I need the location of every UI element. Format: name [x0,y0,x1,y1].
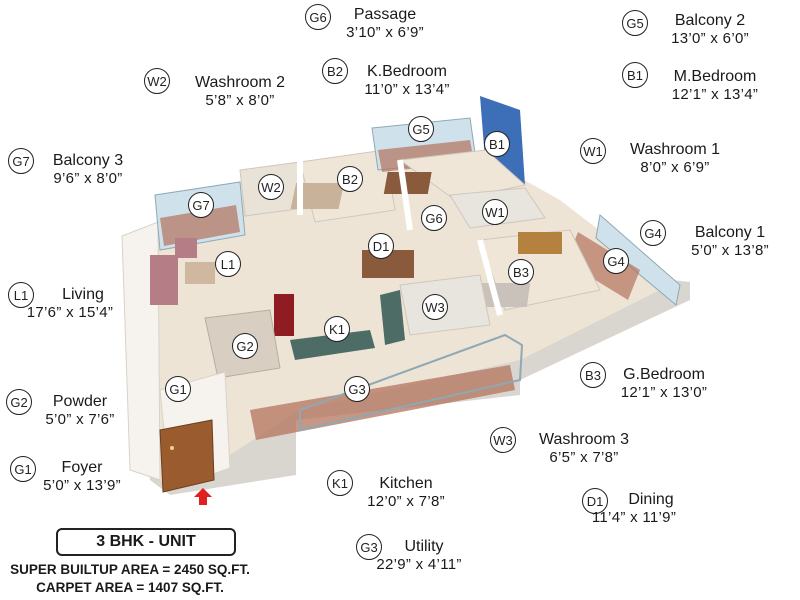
room-name: Foyer [61,459,103,476]
plan-marker-g4: G4 [603,248,629,274]
room-name: Dining [628,491,674,508]
room-name: Passage [353,6,417,23]
plan-marker-w2: W2 [258,174,284,200]
room-name: M.Bedroom [673,68,757,85]
room-name: Washroom 1 [629,141,721,158]
living-rug [185,262,215,284]
room-dims: 5’0” x 7’6” [45,411,115,428]
legend-code-g3: G3 [356,534,382,560]
plan-marker-g7: G7 [188,192,214,218]
room-name: Balcony 2 [674,12,746,29]
legend-code-w1: W1 [580,138,606,164]
room-name: Balcony 1 [694,224,766,241]
legend-code-k1: K1 [327,470,353,496]
plan-marker-g5: G5 [408,116,434,142]
plan-marker-g3: G3 [344,376,370,402]
kitchen-fridge [274,294,294,336]
living-sofa [150,255,178,305]
balcony3-deck [160,205,240,246]
room-name: Utility [404,538,444,555]
room-name: Washroom 3 [538,431,630,448]
legend-code-b1: B1 [622,62,648,88]
plan-marker-w1: W1 [482,199,508,225]
room-name: Living [62,286,104,303]
utility-deck [250,365,515,440]
mbedroom-bed [383,172,432,194]
room-name: K.Bedroom [366,63,448,80]
room-name: Balcony 3 [52,152,124,169]
plan-marker-b3: B3 [508,259,534,285]
room-dims: 11’0” x 13’4” [364,81,450,98]
plan-marker-l1: L1 [215,251,241,277]
plan-marker-g2: G2 [232,333,258,359]
legend-code-g6: G6 [305,4,331,30]
mbedroom-room [398,149,527,201]
balcony1-glass [595,214,681,306]
room-dims: 12’0” x 7’8” [367,493,445,510]
room-dims: 12’1” x 13’0” [620,384,708,401]
room-dims: 5’0” x 13’9” [43,477,121,494]
carpet-area: CARPET AREA = 1407 SQ.FT. [36,580,224,595]
plan-marker-g1: G1 [165,376,191,402]
kbedroom-bed [290,183,345,209]
room-dims: 5’0” x 13’8” [691,242,769,259]
legend-code-w2: W2 [144,68,170,94]
room-dims: 13’0” x 6’0” [671,30,749,47]
main-door [159,419,215,493]
inner-wall-3 [477,239,503,316]
room-name: Washroom 2 [194,74,286,91]
gbedroom-wardrobe [518,232,562,254]
room-dims: 9’6” x 8’0” [53,170,123,187]
entry-arrow [194,488,212,505]
kitchen-counter [290,330,375,360]
legend-code-w3: W3 [490,427,516,453]
legend-code-l1: L1 [8,282,34,308]
legend-code-g1: G1 [10,456,36,482]
utility-railing [299,333,524,432]
plan-marker-k1: K1 [324,316,350,342]
plan-marker-w3: W3 [422,294,448,320]
plan-marker-g6: G6 [421,205,447,231]
legend-code-g5: G5 [622,10,648,36]
plan-marker-d1: D1 [368,233,394,259]
room-dims: 8’0” x 6’9” [640,159,710,176]
legend-code-b3: B3 [580,362,606,388]
legend-code-g7: G7 [8,148,34,174]
room-dims: 17’6” x 15’4” [26,304,114,321]
room-dims: 12’1” x 13’4” [671,86,759,103]
room-dims: 5’8” x 8’0” [205,92,275,109]
room-name: Kitchen [379,475,433,492]
plan-marker-b2: B2 [337,166,363,192]
kitchen-counter-side [380,290,405,345]
legend-code-g4: G4 [640,220,666,246]
room-name: G.Bedroom [623,366,705,383]
plan-marker-b1: B1 [484,131,510,157]
room-dims: 6’5” x 7’8” [549,449,619,466]
living-armchair [175,238,197,258]
legend-code-d1: D1 [582,488,608,514]
room-dims: 3’10” x 6’9” [346,24,424,41]
super-builtup-area: SUPER BUILTUP AREA = 2450 SQ.FT. [10,562,250,577]
door-knob [170,446,174,450]
inner-wall-2 [397,159,413,231]
unit-type-badge: 3 BHK - UNIT [56,528,236,556]
legend-code-b2: B2 [322,58,348,84]
legend-code-g2: G2 [6,389,32,415]
room-dims: 11’4” x 11’9” [591,509,677,526]
room-name: Powder [52,393,108,410]
room-dims: 22’9” x 4’11” [376,556,462,573]
